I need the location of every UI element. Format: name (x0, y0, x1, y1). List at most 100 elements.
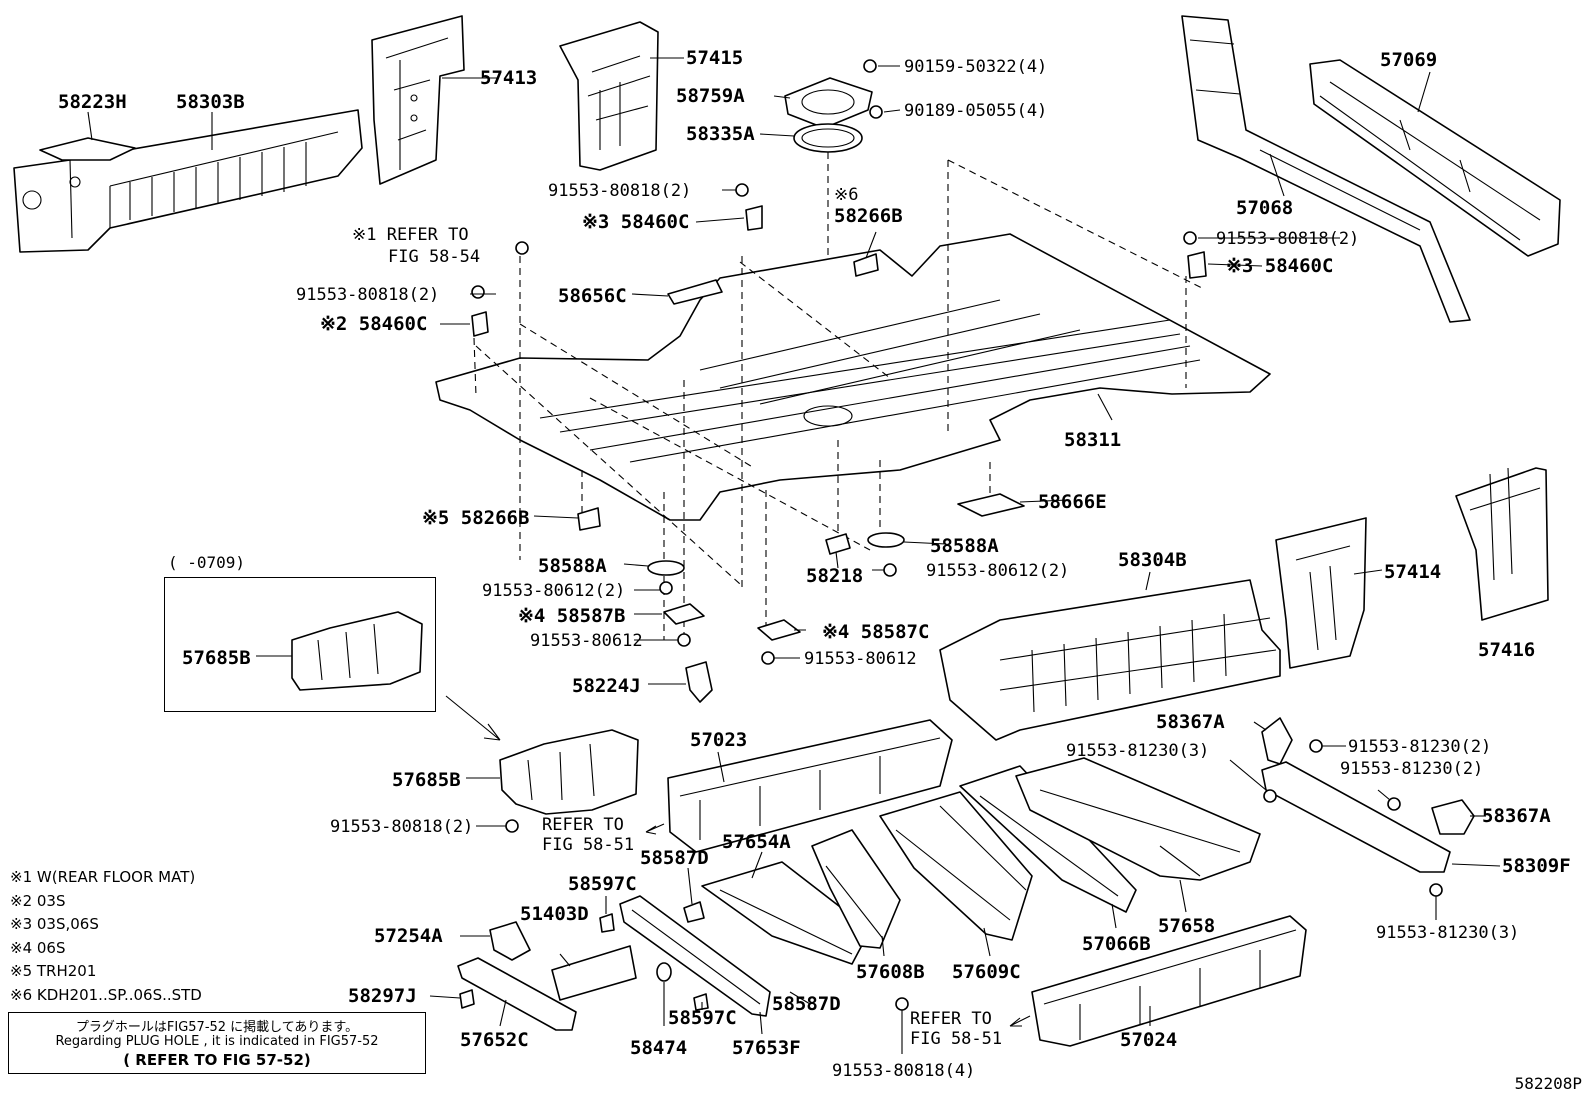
label-58656C[interactable]: 58656C (558, 285, 627, 307)
label-57413[interactable]: 57413 (480, 67, 537, 89)
label-91553-80818-4[interactable]: 91553-80818(4) (832, 1061, 975, 1081)
bolt-a-drawing (735, 183, 749, 197)
label-91553-80612-2-b[interactable]: 91553-80612(2) (926, 561, 1069, 581)
clip-58460C-b-drawing (471, 311, 489, 337)
label-58587B[interactable]: ※4 58587B (518, 605, 625, 627)
label-refer-58-51-b[interactable]: REFER TO (910, 1009, 992, 1029)
bolt-l-drawing (1263, 789, 1277, 803)
label-refer-58-51-a[interactable]: REFER TO (542, 815, 624, 835)
label-58587D-bottom[interactable]: 58587D (772, 993, 841, 1015)
label-58311[interactable]: 58311 (1064, 429, 1121, 451)
arrow-58-51b (1009, 1015, 1031, 1027)
label-58218[interactable]: 58218 (806, 565, 863, 587)
label-91553-80612-b[interactable]: 91553-80612 (804, 649, 917, 669)
label-91553-81230-2-a[interactable]: 91553-81230(2) (1348, 737, 1491, 757)
label-58266B-6[interactable]: 58266B (834, 205, 903, 227)
label-57415[interactable]: 57415 (686, 47, 743, 69)
label-91553-80818-2-d[interactable]: 91553-80818(2) (330, 817, 473, 837)
label-58460C-3-a[interactable]: ※3 58460C (582, 211, 689, 233)
label-refer-58-51-b-fig[interactable]: FIG 58-51 (910, 1029, 1002, 1049)
part-57652C-drawing (457, 957, 577, 1031)
label-refer-fig-58-54-fig[interactable]: FIG 58-54 (388, 247, 480, 267)
label-58597C-bottom[interactable]: 58597C (668, 1007, 737, 1029)
label-90189-05055[interactable]: 90189-05055(4) (904, 101, 1047, 121)
label-58587D-top[interactable]: 58587D (640, 847, 709, 869)
part-58266B-bottom-drawing (577, 507, 601, 531)
label-91553-81230-2-b[interactable]: 91553-81230(2) (1340, 759, 1483, 779)
label-91553-80612-2-a[interactable]: 91553-80612(2) (482, 581, 625, 601)
label-58597C-top[interactable]: 58597C (568, 873, 637, 895)
label-57023[interactable]: 57023 (690, 729, 747, 751)
label-58588A-right[interactable]: 58588A (930, 535, 999, 557)
label-58223H[interactable]: 58223H (58, 91, 127, 113)
label-91553-81230-3-b[interactable]: 91553-81230(3) (1376, 923, 1519, 943)
label-58587C[interactable]: ※4 58587C (822, 621, 929, 643)
bolt-j-drawing (1309, 739, 1323, 753)
bolt-k-drawing (1387, 797, 1401, 811)
label-58304B[interactable]: 58304B (1118, 549, 1187, 571)
part-57416-drawing (1455, 467, 1549, 621)
part-58224J-drawing (685, 661, 713, 703)
label-58367A-right[interactable]: 58367A (1482, 805, 1551, 827)
leader-57023 (717, 751, 725, 783)
label-51403D[interactable]: 51403D (520, 903, 589, 925)
label-58666E[interactable]: 58666E (1038, 491, 1107, 513)
part-58597C-top-drawing (599, 913, 615, 933)
leader-57608B (881, 935, 885, 957)
label-57685B[interactable]: 57685B (392, 769, 461, 791)
part-57608B-drawing (811, 829, 901, 949)
part-58588A-left-drawing (647, 560, 685, 576)
label-91553-80818-2-c[interactable]: 91553-80818(2) (1216, 229, 1359, 249)
label-58335A[interactable]: 58335A (686, 123, 755, 145)
label-57024[interactable]: 57024 (1120, 1029, 1177, 1051)
leader-58335A (759, 133, 795, 137)
part-57685B-drawing (499, 729, 639, 815)
label-58224J[interactable]: 58224J (572, 675, 641, 697)
label-57685B-inset[interactable]: 57685B (182, 647, 251, 669)
legend-item: ※2 03S (10, 891, 66, 910)
label-58759A[interactable]: 58759A (676, 85, 745, 107)
label-57608B[interactable]: 57608B (856, 961, 925, 983)
leader-58304B (1145, 571, 1151, 591)
label-91553-81230-3-a[interactable]: 91553-81230(3) (1066, 741, 1209, 761)
label-91553-80612-a[interactable]: 91553-80612 (530, 631, 643, 651)
leader-57068 (1269, 153, 1285, 197)
part-51403D-drawing (551, 945, 637, 1001)
legend-item: ※6 KDH201..SP..06S..STD (10, 985, 202, 1004)
label-90159-50322[interactable]: 90159-50322(4) (904, 57, 1047, 77)
label-58266B-5[interactable]: ※5 58266B (422, 507, 529, 529)
label-57254A[interactable]: 57254A (374, 925, 443, 947)
part-57069-drawing (1309, 59, 1561, 257)
label-57652C[interactable]: 57652C (460, 1029, 529, 1051)
label-57416[interactable]: 57416 (1478, 639, 1535, 661)
label-58309F[interactable]: 58309F (1502, 855, 1571, 877)
note-reference-link[interactable]: ( REFER TO FIG 57-52) (123, 1051, 311, 1069)
label-91553-80818-2-b[interactable]: 91553-80818(2) (296, 285, 439, 305)
leader-57069 (1417, 71, 1431, 113)
label-57653F[interactable]: 57653F (732, 1037, 801, 1059)
part-57658-drawing (1015, 757, 1261, 881)
label-57068[interactable]: 57068 (1236, 197, 1293, 219)
label-57609C[interactable]: 57609C (952, 961, 1021, 983)
label-refer-fig-58-54[interactable]: ※1 REFER TO (352, 225, 469, 245)
label-58588A-left[interactable]: 58588A (538, 555, 607, 577)
part-58656C-drawing (667, 279, 723, 305)
label-57654A[interactable]: 57654A (722, 831, 791, 853)
label-57658[interactable]: 57658 (1158, 915, 1215, 937)
label-91553-80818-2-a[interactable]: 91553-80818(2) (548, 181, 691, 201)
label-refer-58-51-a-fig[interactable]: FIG 58-51 (542, 835, 634, 855)
label-58474[interactable]: 58474 (630, 1037, 687, 1059)
plug-hole-note: プラグホールはFIG57-52 に掲載してあります。 Regarding PLU… (8, 1012, 426, 1074)
label-57414[interactable]: 57414 (1384, 561, 1441, 583)
note-english: Regarding PLUG HOLE , it is indicated in… (55, 1034, 379, 1049)
label-58297J[interactable]: 58297J (348, 985, 417, 1007)
label-57069[interactable]: 57069 (1380, 49, 1437, 71)
leader-58297J (429, 995, 461, 999)
part-58474-drawing (656, 962, 672, 982)
label-57066B[interactable]: 57066B (1082, 933, 1151, 955)
label-58460C-2[interactable]: ※2 58460C (320, 313, 427, 335)
label-58460C-3-b[interactable]: ※3 58460C (1226, 255, 1333, 277)
label-58367A-top[interactable]: 58367A (1156, 711, 1225, 733)
label-58303B[interactable]: 58303B (176, 91, 245, 113)
